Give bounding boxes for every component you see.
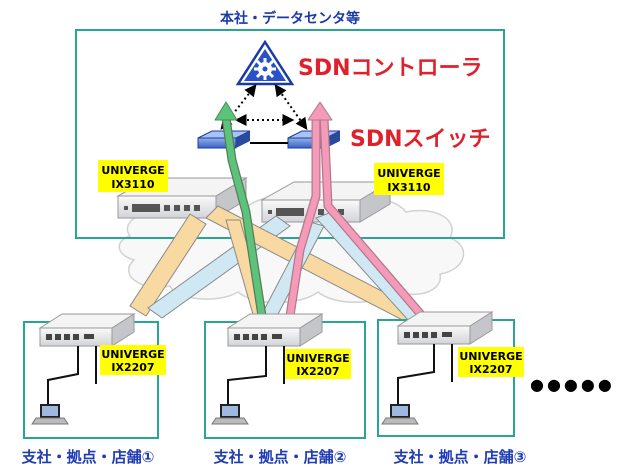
branch-router-label-3: UNIVERGE IX2207	[458, 347, 524, 377]
flow-green	[214, 101, 267, 317]
laptop-icon-1	[31, 404, 69, 425]
branch-1-model-line1: UNIVERGE	[101, 348, 164, 361]
branch-router-label-2: UNIVERGE IX2207	[285, 349, 351, 379]
hq-frame	[75, 29, 505, 239]
branch-name-3: 支社・拠点・店舗③	[393, 448, 527, 466]
lan-cables	[47, 344, 453, 410]
hq-router-left-label: UNIVERGE IX3110	[98, 160, 168, 192]
hq-router-right-model-line2: IX3110	[387, 181, 431, 194]
more-branches-ellipsis: ●●●●●	[530, 375, 615, 394]
branch-3-model-line1: UNIVERGE	[459, 350, 522, 363]
control-links	[220, 84, 308, 130]
branch-name-1: 支社・拠点・店舗①	[21, 448, 155, 466]
branch-2-model-line1: UNIVERGE	[286, 352, 349, 365]
laptop-icon-2	[211, 404, 249, 425]
hq-router-left-model-line2: IX3110	[111, 178, 155, 191]
branch-2-model-line2: IX2207	[296, 365, 339, 378]
branch-router-label-1: UNIVERGE IX2207	[100, 345, 166, 375]
hq-title: 本社・データセンタ等	[220, 10, 360, 27]
branch-router-2	[226, 313, 324, 347]
hq-router-right-model-line1: UNIVERGE	[377, 167, 440, 180]
branch-1-model-line2: IX2207	[111, 361, 154, 374]
hq-router-left-model-line1: UNIVERGE	[101, 164, 164, 177]
branch-3-model-line2: IX2207	[469, 363, 512, 376]
hq-router-right-label: UNIVERGE IX3110	[374, 163, 444, 195]
sdn-switch-label: SDNスイッチ	[350, 127, 491, 152]
branch-router-1	[38, 313, 136, 347]
laptop-icon-3	[381, 404, 419, 425]
sdn-controller-icon	[235, 39, 295, 86]
branch-router-3	[396, 311, 494, 345]
tunnel-left-router-to-branch1	[129, 213, 207, 317]
branch-name-2: 支社・拠点・店舗②	[213, 448, 347, 466]
flow-pink	[285, 101, 428, 321]
sdn-controller-label: SDNコントローラ	[298, 56, 483, 81]
